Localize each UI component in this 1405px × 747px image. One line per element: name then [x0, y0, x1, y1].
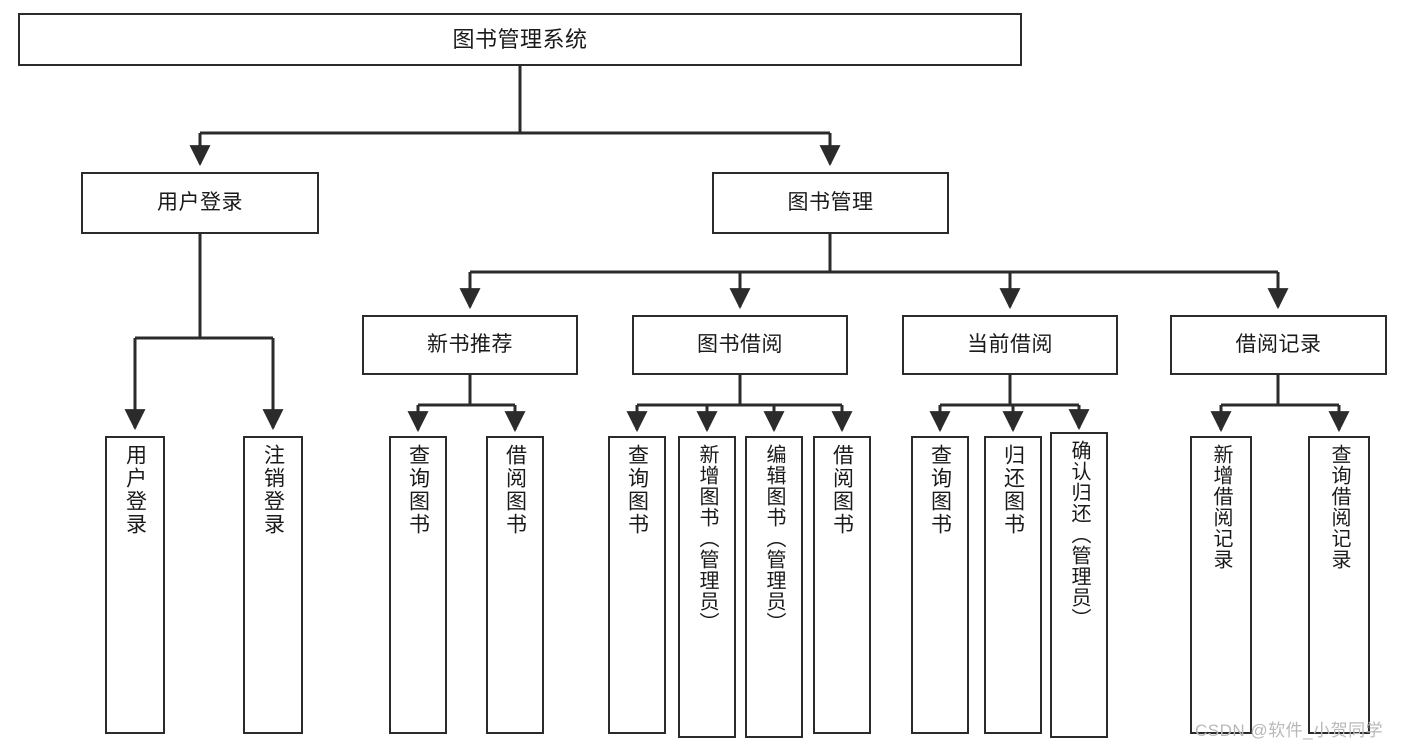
node-current-borrow-label: 当前借阅 — [967, 332, 1053, 356]
node-leaf-confirm-return-label: 确认归还（管理员） — [1068, 440, 1090, 629]
node-user-login-label: 用户登录 — [157, 190, 243, 214]
node-new-book-recommend[interactable]: 新书推荐 — [362, 315, 578, 375]
node-leaf-query-book-3-label: 查询图书 — [928, 444, 952, 536]
node-leaf-query-book-2[interactable]: 查询图书 — [608, 436, 666, 734]
node-current-borrow[interactable]: 当前借阅 — [902, 315, 1118, 375]
node-leaf-add-book[interactable]: 新增图书（管理员） — [678, 436, 736, 738]
node-root-label: 图书管理系统 — [452, 26, 588, 52]
node-book-manage[interactable]: 图书管理 — [712, 172, 949, 234]
node-leaf-confirm-return[interactable]: 确认归还（管理员） — [1050, 432, 1108, 738]
node-leaf-return-book[interactable]: 归还图书 — [984, 436, 1042, 734]
node-leaf-return-book-label: 归还图书 — [1001, 444, 1025, 536]
node-borrow-record-label: 借阅记录 — [1235, 332, 1322, 356]
node-book-borrow[interactable]: 图书借阅 — [632, 315, 848, 375]
node-new-book-recommend-label: 新书推荐 — [427, 332, 513, 356]
node-leaf-edit-book[interactable]: 编辑图书（管理员） — [745, 436, 803, 738]
node-leaf-user-logout-label: 注销登录 — [261, 444, 285, 536]
node-leaf-query-book-2-label: 查询图书 — [625, 444, 649, 536]
node-leaf-add-record[interactable]: 新增借阅记录 — [1190, 436, 1252, 734]
csdn-watermark: CSDN @软件_小贺同学 — [1195, 721, 1384, 740]
node-leaf-borrow-book-2-label: 借阅图书 — [830, 444, 854, 536]
node-leaf-user-logout[interactable]: 注销登录 — [243, 436, 303, 734]
node-leaf-add-book-label: 新增图书（管理员） — [696, 444, 718, 633]
node-leaf-user-login[interactable]: 用户登录 — [105, 436, 165, 734]
node-root[interactable]: 图书管理系统 — [18, 13, 1022, 66]
node-leaf-query-book-1-label: 查询图书 — [406, 444, 430, 536]
node-book-borrow-label: 图书借阅 — [697, 332, 783, 356]
node-leaf-borrow-book-2[interactable]: 借阅图书 — [813, 436, 871, 734]
node-leaf-query-record-label: 查询借阅记录 — [1328, 444, 1350, 570]
node-leaf-user-login-label: 用户登录 — [123, 444, 147, 536]
node-book-manage-label: 图书管理 — [787, 190, 874, 214]
node-leaf-query-book-1[interactable]: 查询图书 — [389, 436, 447, 734]
node-leaf-query-record[interactable]: 查询借阅记录 — [1308, 436, 1370, 734]
node-leaf-query-book-3[interactable]: 查询图书 — [911, 436, 969, 734]
node-borrow-record[interactable]: 借阅记录 — [1170, 315, 1387, 375]
node-user-login[interactable]: 用户登录 — [81, 172, 319, 234]
node-leaf-borrow-book-1[interactable]: 借阅图书 — [486, 436, 544, 734]
node-leaf-add-record-label: 新增借阅记录 — [1210, 444, 1232, 570]
node-leaf-borrow-book-1-label: 借阅图书 — [503, 444, 527, 536]
node-leaf-edit-book-label: 编辑图书（管理员） — [763, 444, 785, 633]
